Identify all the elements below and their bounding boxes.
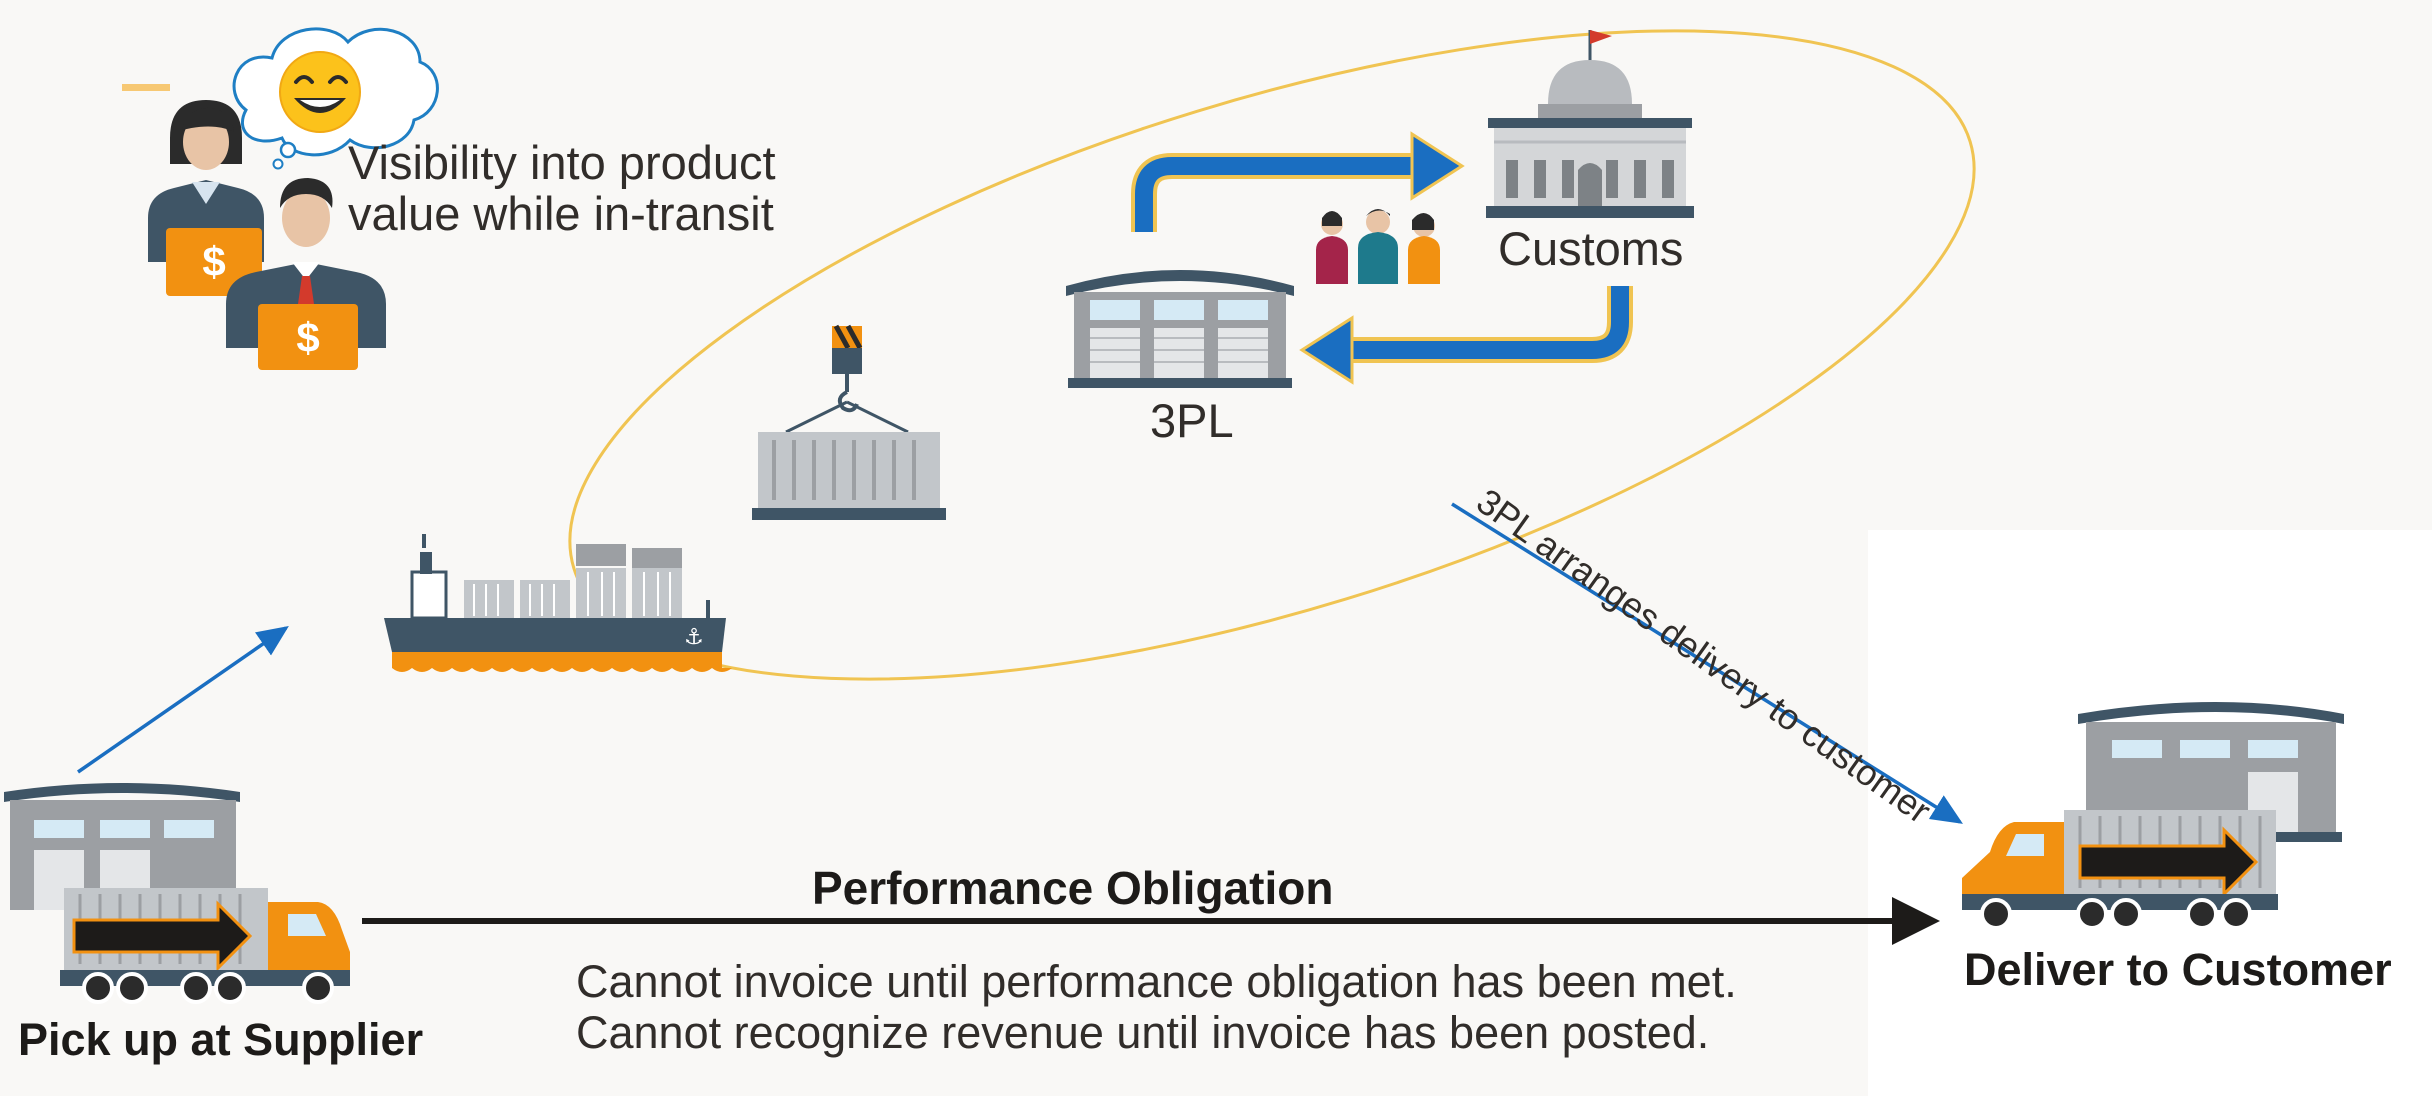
- dollar-sign: $: [202, 238, 225, 285]
- customs-people-icon: [1316, 209, 1440, 284]
- supplier-truck-icon: [60, 888, 350, 1004]
- cargo-ship-icon: ⚓: [384, 534, 732, 672]
- in-transit-ellipse: [568, 29, 1976, 681]
- svg-text:⚓: ⚓: [684, 625, 704, 650]
- dollar-laptop-icon: $: [166, 228, 262, 296]
- revenue-rule: Cannot recognize revenue until invoice h…: [576, 1007, 1710, 1059]
- performance-obligation-title: Performance Obligation: [812, 862, 1334, 914]
- 3pl-label: 3PL: [1150, 394, 1234, 447]
- customer-truck-icon: [1962, 810, 2278, 930]
- deliver-label: Deliver to Customer: [1964, 944, 2392, 995]
- smiley-icon: [279, 51, 361, 133]
- visibility-line-2: value while in-transit: [348, 186, 774, 240]
- stakeholders-icon: $ $: [148, 100, 386, 370]
- performance-obligation-note: Cannot invoice until performance obligat…: [576, 956, 1737, 1059]
- dollar-laptop-icon: $: [258, 304, 358, 370]
- warehouse-3pl-icon: [1066, 270, 1294, 388]
- invoice-rule: Cannot invoice until performance obligat…: [576, 956, 1737, 1007]
- customs-loop-arrows: [1131, 131, 1633, 385]
- delivery-arrow: [1451, 502, 1963, 824]
- dollar-sign: $: [296, 314, 319, 361]
- visibility-line-1: Visibility into product: [348, 136, 776, 189]
- customs-building-icon: [1486, 30, 1694, 218]
- pickup-label: Pick up at Supplier: [18, 1014, 424, 1065]
- accent-dash: [122, 84, 170, 91]
- crane-container-icon: [752, 324, 946, 520]
- visibility-caption: Visibility into product value while in-t…: [348, 136, 776, 240]
- to-transit-arrow: [77, 626, 289, 774]
- customs-label: Customs: [1498, 222, 1684, 275]
